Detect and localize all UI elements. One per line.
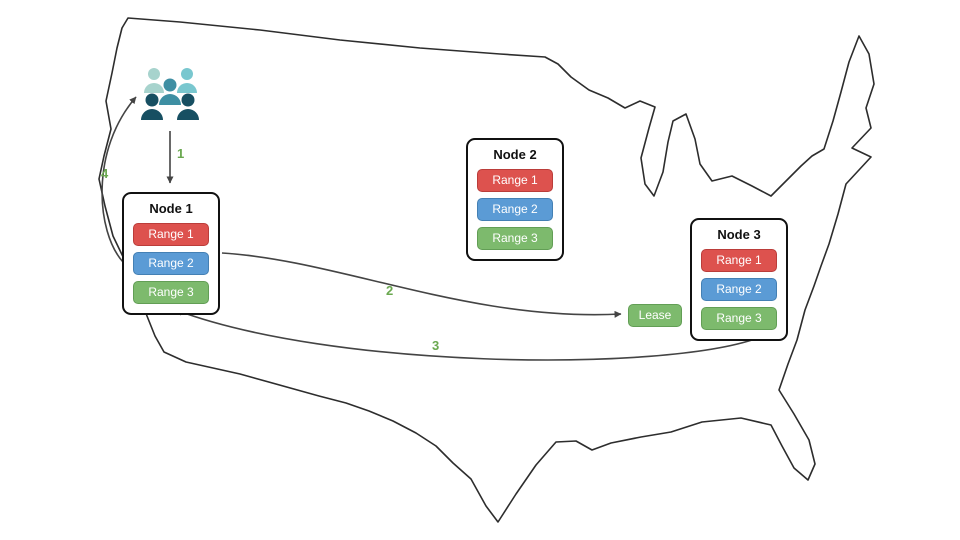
node-3-title: Node 3 — [717, 227, 761, 242]
node-1-range-2-badge: Range 2 — [133, 252, 209, 275]
arrow-4 — [101, 96, 137, 263]
arrow-3 — [175, 309, 753, 361]
us-map-outline — [98, 17, 875, 523]
node-2-range-2-badge: Range 2 — [477, 198, 553, 221]
arrow-3-label: 3 — [432, 338, 440, 353]
arrow-2 — [221, 252, 622, 318]
lease-badge: Lease — [628, 304, 682, 327]
node-3-range-3-badge: Range 3 — [701, 307, 777, 330]
node-3-range-1-badge: Range 1 — [701, 249, 777, 272]
node-2-range-3-badge: Range 3 — [477, 227, 553, 250]
users-group-icon — [141, 68, 199, 120]
node-3: Node 3 Range 1 Range 2 Range 3 — [690, 218, 788, 341]
node-1-range-3-badge: Range 3 — [133, 281, 209, 304]
node-3-range-2-badge: Range 2 — [701, 278, 777, 301]
node-2-range-1-badge: Range 1 — [477, 169, 553, 192]
node-2: Node 2 Range 1 Range 2 Range 3 — [466, 138, 564, 261]
arrow-2-label: 2 — [386, 283, 394, 298]
node-1-title: Node 1 — [149, 201, 193, 216]
arrow-4-label: 4 — [101, 166, 109, 181]
node-1: Node 1 Range 1 Range 2 Range 3 — [122, 192, 220, 315]
arrow-1-label: 1 — [177, 146, 185, 161]
node-1-range-1-badge: Range 1 — [133, 223, 209, 246]
node-2-title: Node 2 — [493, 147, 537, 162]
